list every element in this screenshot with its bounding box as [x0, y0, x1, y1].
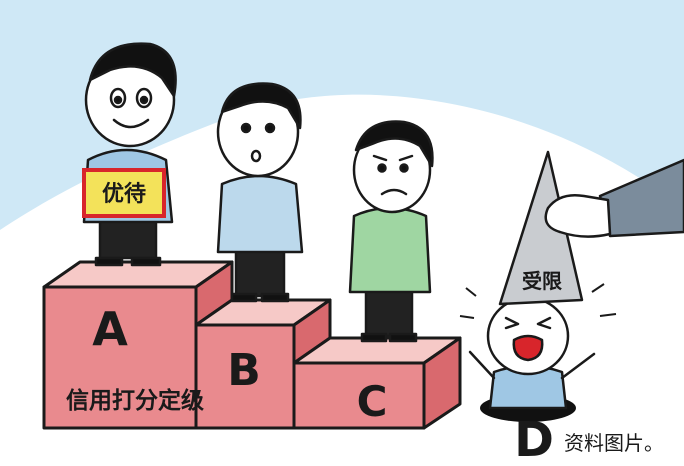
- figure-b-hair: [220, 82, 302, 130]
- figure-c-eye-left: [377, 163, 387, 173]
- figure-b-shirt: [216, 174, 304, 254]
- figure-a-hair: [88, 42, 177, 98]
- figure-b-shoes: [230, 292, 290, 303]
- figure-a-shoes: [94, 256, 162, 267]
- figure-b-eye-right: [264, 122, 276, 134]
- figure-b-mouth: [250, 149, 262, 163]
- figure-b-eye-left: [240, 122, 252, 134]
- motion-lines: [459, 283, 617, 319]
- step-b-label: B: [227, 345, 261, 396]
- figure-c-shirt: [348, 206, 432, 294]
- figure-a: [82, 42, 177, 267]
- caption: 资料图片。: [564, 431, 664, 455]
- figure-c-hair: [354, 120, 434, 168]
- figure-d: [468, 296, 596, 410]
- figure-b: [216, 82, 304, 303]
- figure-d-arm-right: [560, 352, 596, 380]
- figure-c-brows: [372, 154, 414, 162]
- figure-a-pupil-left: [113, 95, 123, 105]
- step-a-label: A: [92, 302, 128, 356]
- hand: [544, 158, 684, 238]
- priority-sign: [82, 168, 166, 218]
- figure-d-crying-mouth: [512, 334, 544, 362]
- figure-d-eyes: [504, 316, 552, 330]
- figure-c: [348, 120, 434, 343]
- figure-d-arm-left: [468, 350, 496, 380]
- figure-c-frown: [380, 188, 408, 196]
- grade-d-label: D: [514, 412, 554, 462]
- figure-b-legs: [234, 246, 286, 298]
- figure-a-pupil-right: [139, 95, 149, 105]
- figure-c-legs: [364, 286, 414, 338]
- platform-label: 信用打分定级: [66, 387, 204, 414]
- staircase: [42, 260, 462, 430]
- restriction-hat-text: 受限: [522, 269, 562, 293]
- figure-c-shoes: [360, 332, 418, 343]
- figure-a-smile: [112, 118, 150, 129]
- step-c-side: [422, 336, 462, 430]
- priority-sign-text: 优待: [102, 181, 146, 207]
- hand-fingers: [544, 194, 612, 238]
- step-c-label: C: [357, 377, 388, 426]
- figure-c-eye-right: [399, 163, 409, 173]
